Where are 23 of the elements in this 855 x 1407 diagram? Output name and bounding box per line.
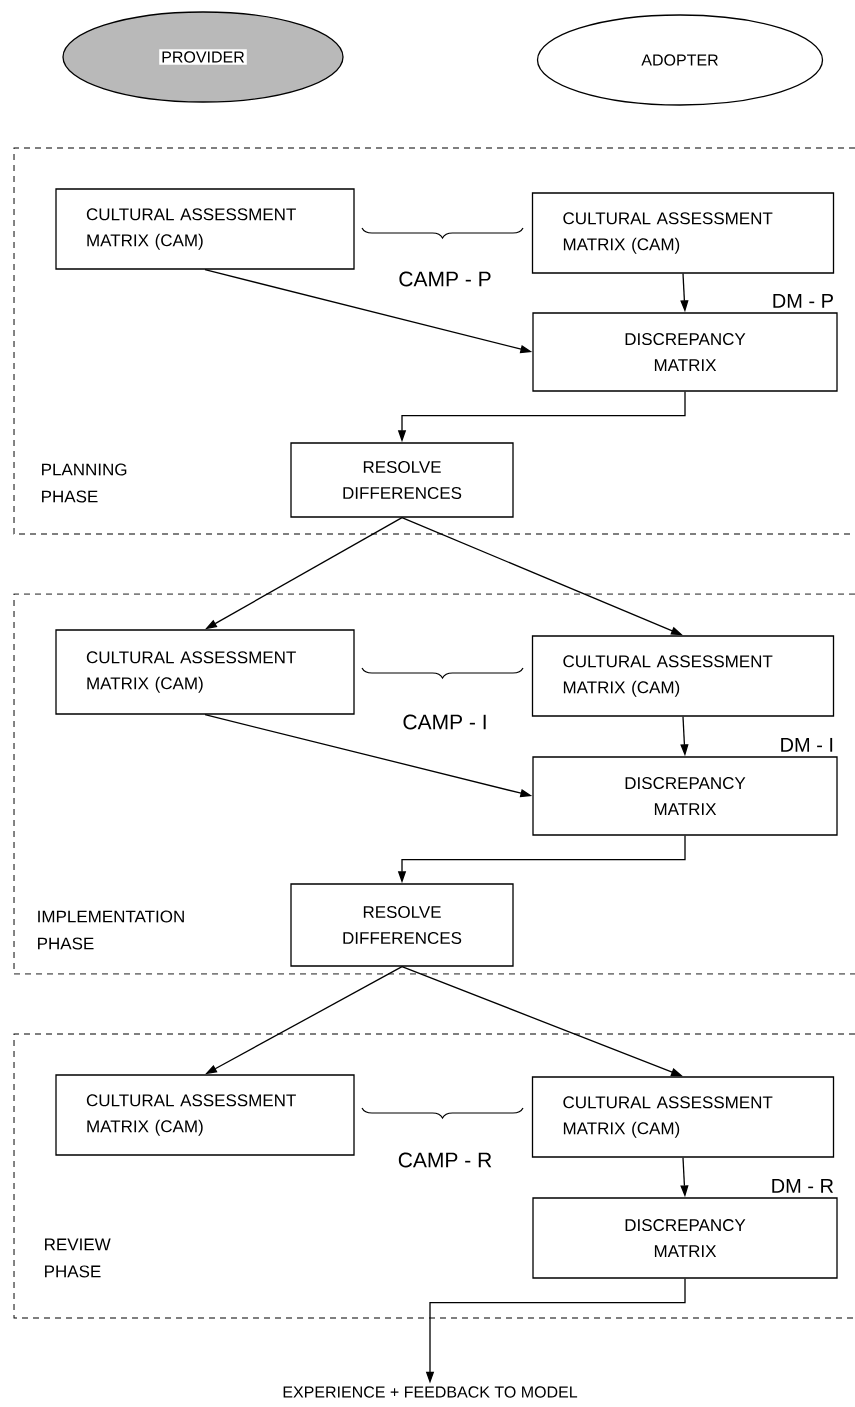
- oval-label: ADOPTER: [639, 52, 721, 68]
- process-box: CULTURAL ASSESSMENT MATRIX (CAM): [531, 192, 835, 274]
- matrix-tag: DM - R: [772, 1178, 834, 1193]
- process-box: DISCREPANCY MATRIX: [532, 1197, 838, 1279]
- phase-label: IMPLEMENTATION PHASE: [38, 910, 184, 950]
- process-box: DISCREPANCY MATRIX: [532, 756, 838, 836]
- brace-label: CAMP - P: [399, 271, 491, 287]
- process-box: DISCREPANCY MATRIX: [532, 312, 838, 392]
- matrix-tag: DM - I: [781, 737, 833, 752]
- brace-label: CAMP - R: [398, 1152, 492, 1168]
- process-box: CULTURAL ASSESSMENT MATRIX (CAM): [531, 635, 835, 717]
- oval-label: PROVIDER: [159, 49, 247, 65]
- phase-label: PLANNING PHASE: [42, 463, 127, 503]
- matrix-tag: DM - P: [773, 293, 833, 308]
- brace-label: CAMP - I: [403, 714, 486, 730]
- process-box: RESOLVE DIFFERENCES: [290, 442, 514, 518]
- process-box: CULTURAL ASSESSMENT MATRIX (CAM): [531, 1076, 835, 1158]
- phase-label: REVIEW PHASE: [45, 1238, 111, 1278]
- process-box: CULTURAL ASSESSMENT MATRIX (CAM): [55, 188, 355, 270]
- output-text: EXPERIENCE + FEEDBACK TO MODEL: [283, 1386, 578, 1398]
- process-box: CULTURAL ASSESSMENT MATRIX (CAM): [55, 1074, 355, 1156]
- process-box: RESOLVE DIFFERENCES: [290, 883, 514, 967]
- process-box: CULTURAL ASSESSMENT MATRIX (CAM): [55, 629, 355, 715]
